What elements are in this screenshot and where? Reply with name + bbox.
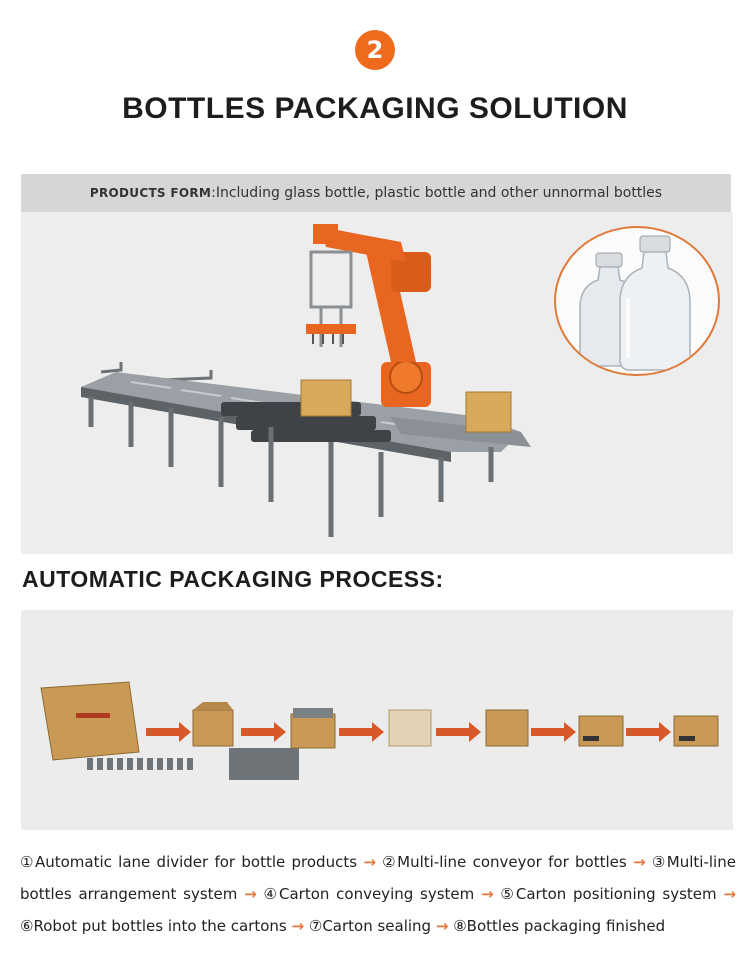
step-number-badge: 2 bbox=[355, 30, 395, 70]
step-8-number: ⑧ bbox=[453, 917, 467, 935]
step-5-text: Carton positioning system bbox=[515, 885, 717, 903]
step-8-text: Bottles packaging finished bbox=[466, 917, 666, 935]
step-arrow-icon: → bbox=[723, 885, 736, 903]
step-arrow-icon: → bbox=[481, 885, 494, 903]
page-title: BOTTLES PACKAGING SOLUTION bbox=[122, 92, 628, 125]
step-4-number: ④ bbox=[263, 885, 279, 903]
process-strip-image bbox=[21, 610, 733, 830]
step-1-number: ① bbox=[20, 853, 35, 871]
products-form-text: :Including glass bottle, plastic bottle … bbox=[211, 185, 663, 201]
step-5-number: ⑤ bbox=[500, 885, 516, 903]
step-arrow-icon: → bbox=[363, 853, 376, 871]
step-4-text: Carton conveying system bbox=[278, 885, 475, 903]
packaging-process-illustration bbox=[40, 681, 719, 780]
step-3-text: Multi-line bottles arrangement system bbox=[20, 853, 736, 903]
step-1-text: Automatic lane divider for bottle produc… bbox=[34, 853, 358, 871]
step-7-text: Carton sealing bbox=[322, 917, 432, 935]
section-title: AUTOMATIC PACKAGING PROCESS: bbox=[22, 566, 444, 592]
step-6-number: ⑥ bbox=[20, 917, 34, 935]
robot-line-illustration bbox=[81, 224, 531, 537]
step-2-text: Multi-line conveyor for bottles bbox=[397, 853, 627, 871]
step-arrow-icon: → bbox=[435, 917, 449, 935]
step-6-text: Robot put bottles into the cartons bbox=[33, 917, 287, 935]
products-form-bar: PRODUCTS FORM:Including glass bottle, pl… bbox=[21, 174, 731, 212]
bottle-inset-circle bbox=[554, 226, 720, 376]
step-arrow-icon: → bbox=[244, 885, 257, 903]
robot-packaging-line-image bbox=[21, 212, 733, 554]
step-arrow-icon: → bbox=[291, 917, 305, 935]
step-7-number: ⑦ bbox=[308, 917, 323, 935]
step-3-number: ③ bbox=[651, 853, 667, 871]
step-2-number: ② bbox=[382, 853, 398, 871]
process-steps-text: ①Automatic lane divider for bottle produ… bbox=[20, 846, 736, 942]
step-arrow-icon: → bbox=[632, 853, 646, 871]
products-form-label: PRODUCTS FORM bbox=[89, 186, 212, 200]
glass-bottles-icon bbox=[579, 235, 691, 371]
